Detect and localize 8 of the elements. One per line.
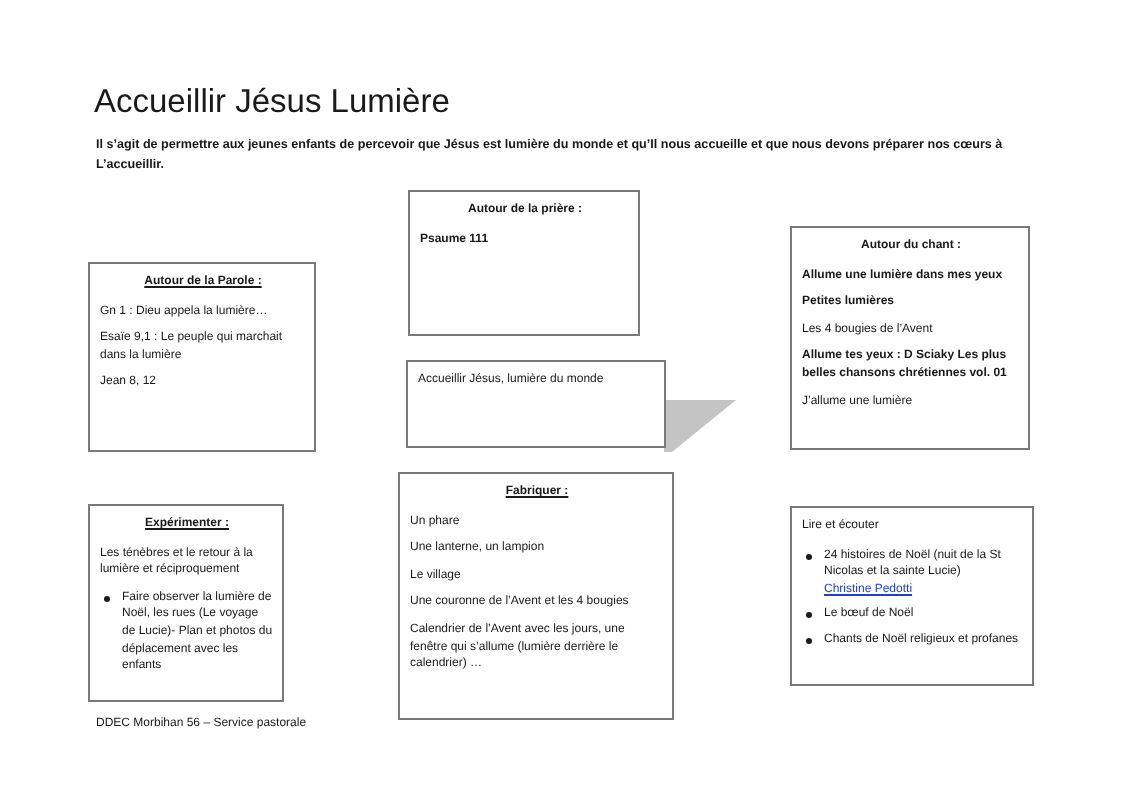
info-box [398, 472, 674, 720]
page-title: Accueillir Jésus Lumière [94, 82, 450, 122]
info-box [88, 262, 316, 452]
info-box [790, 506, 1034, 686]
info-box [88, 504, 284, 702]
info-box [408, 190, 640, 336]
info-box [790, 226, 1030, 450]
theme-box [406, 360, 666, 448]
